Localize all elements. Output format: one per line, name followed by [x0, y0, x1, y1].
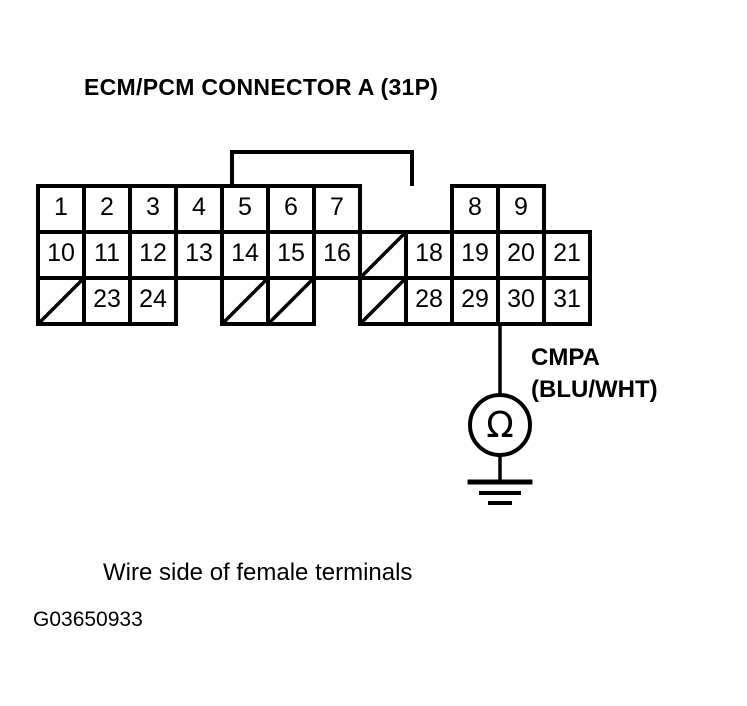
pin-cell-28	[404, 276, 454, 326]
pin-cell-6	[266, 184, 316, 234]
blank-cell-diagonal	[360, 278, 406, 324]
connector-locking-tab	[230, 150, 414, 186]
blank-pin-cell	[266, 276, 316, 326]
wire-label-line2: (BLU/WHT)	[531, 376, 658, 404]
pin-cell-8	[450, 184, 500, 234]
diagram-caption: Wire side of female terminals	[103, 559, 413, 586]
pin-cell-2	[82, 184, 132, 234]
pin-cell-20	[496, 230, 546, 280]
pin-cell-9	[496, 184, 546, 234]
pin-cell-15	[266, 230, 316, 280]
pin-cell-29	[450, 276, 500, 326]
blank-cell-diagonal	[38, 278, 84, 324]
wire-label: CMPA (BLU/WHT)	[531, 342, 658, 406]
pin-cell-11	[82, 230, 132, 280]
figure-id: G03650933	[33, 608, 143, 631]
pin-cell-24	[128, 276, 178, 326]
pin-cell-10	[36, 230, 86, 280]
ohmmeter-circuit	[467, 322, 533, 505]
pin-cell-4	[174, 184, 224, 234]
locking-tab-outline	[230, 150, 414, 186]
blank-cell-diagonal	[268, 278, 314, 324]
page-title: ECM/PCM CONNECTOR A (31P)	[84, 74, 439, 100]
pin-cell-23	[82, 276, 132, 326]
pin-cell-14	[220, 230, 270, 280]
pin-cell-13	[174, 230, 224, 280]
pin-cell-31	[542, 276, 592, 326]
pin-cell-18	[404, 230, 454, 280]
wire-label-line1: CMPA	[531, 344, 600, 371]
blank-cell-diagonal	[360, 232, 406, 278]
pin-cell-12	[128, 230, 178, 280]
pin-cell-21	[542, 230, 592, 280]
blank-cell-diagonals	[38, 232, 406, 324]
pin-cell-5	[220, 184, 270, 234]
pin-cell-1	[36, 184, 86, 234]
ohm-symbol: Ω	[486, 404, 514, 446]
pin-cell-30	[496, 276, 546, 326]
pin-cell-19	[450, 230, 500, 280]
pin-cell-3	[128, 184, 178, 234]
pin-cell-16	[312, 230, 362, 280]
blank-cell-diagonal	[222, 278, 268, 324]
pin-cell-7	[312, 184, 362, 234]
connector-grid	[36, 184, 592, 326]
